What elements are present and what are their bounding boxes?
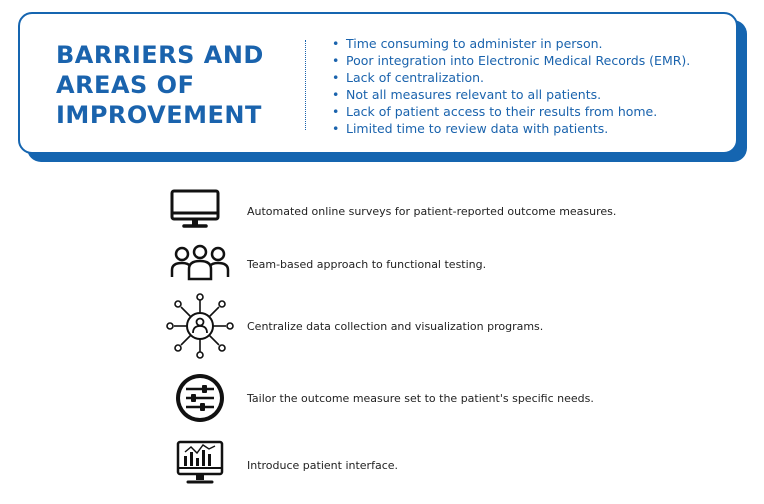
- network-hub-icon: [166, 293, 234, 359]
- barriers-list: Time consuming to administer in person. …: [332, 35, 690, 137]
- barrier-item: Not all measures relevant to all patient…: [332, 86, 690, 103]
- barrier-item: Poor integration into Electronic Medical…: [332, 52, 690, 69]
- improvement-row-centralize: Centralize data collection and visualiza…: [160, 293, 720, 359]
- card-title: BARRIERS AND AREAS OF IMPROVEMENT: [56, 41, 264, 129]
- dotted-divider: [305, 40, 306, 130]
- improvement-text: Automated online surveys for patient-rep…: [247, 205, 617, 218]
- barrier-item: Limited time to review data with patient…: [332, 120, 690, 137]
- improvement-row-tailor: Tailor the outcome measure set to the pa…: [160, 372, 720, 432]
- team-people-icon: [170, 244, 230, 281]
- improvement-row-team-based: Team-based approach to functional testin…: [160, 244, 720, 304]
- barriers-card: BARRIERS AND AREAS OF IMPROVEMENT Time c…: [18, 12, 738, 154]
- improvement-text: Introduce patient interface.: [247, 459, 399, 472]
- improvement-text: Tailor the outcome measure set to the pa…: [247, 392, 594, 405]
- barrier-item: Lack of centralization.: [332, 69, 690, 86]
- barrier-item: Lack of patient access to their results …: [332, 103, 690, 120]
- improvement-text: Centralize data collection and visualiza…: [247, 320, 544, 333]
- analytics-monitor-icon: [176, 440, 224, 484]
- sliders-settings-icon: [176, 374, 224, 422]
- improvement-text: Team-based approach to functional testin…: [247, 258, 487, 271]
- computer-monitor-icon: [170, 189, 220, 228]
- barrier-item: Time consuming to administer in person.: [332, 35, 690, 52]
- improvement-row-patient-interface: Introduce patient interface.: [160, 436, 720, 496]
- improvement-row-online-surveys: Automated online surveys for patient-rep…: [160, 185, 720, 245]
